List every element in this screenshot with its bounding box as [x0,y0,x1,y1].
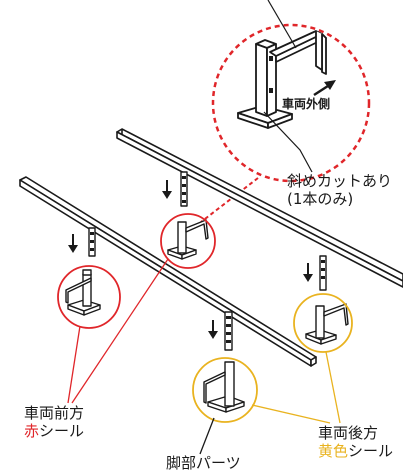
down-arrow-icon [162,180,172,199]
diagonal-cut-label: 斜めカットあり (1本のみ) [287,172,392,208]
leader-lines [67,258,341,455]
outer-arrow-icon [313,80,336,97]
rear-label: 車両後方 黄色シール [318,424,393,460]
rear-label-line1: 車両後方 [318,424,379,442]
leg-parts [65,171,349,413]
down-arrows [68,180,313,339]
zoom-callout-circle [211,23,371,183]
rear-sticker-word: シール [348,442,394,460]
red-marker-circle-center [160,213,216,269]
red-word: 赤 [24,422,40,440]
zoom-callout [200,0,371,223]
down-arrow-icon [303,263,313,282]
rail-rear [116,128,403,288]
diagonal-cut-line2: (1本のみ) [287,190,354,208]
front-leader-1 [67,325,81,404]
leg-leader [199,417,215,455]
leg-part-rear-bottom [203,311,245,413]
rear-leader-1 [251,404,331,424]
leg-parts-label: 脚部パーツ [166,454,241,472]
rear-label-line2: 黄色シール [318,442,393,460]
rails [19,128,403,367]
yellow-marker-circle-right [293,293,353,353]
callout-leader-top [267,0,297,49]
down-arrow-icon [68,234,78,253]
rear-leader-2 [325,351,341,424]
yellow-marker-circle-bottom [192,357,258,423]
rail-front [19,176,317,367]
callout-link-line [200,177,259,223]
front-sticker-word: シール [39,422,85,440]
vehicle-outer-label: 車両外側 [282,97,331,111]
front-label: 車両前方 赤シール [24,404,84,440]
leg-part-rear-right [305,255,349,345]
front-leader-2 [71,258,169,404]
yellow-word: 黄色 [318,442,349,460]
front-label-line1: 車両前方 [24,404,85,422]
leg-part-front-center [167,171,209,260]
down-arrow-icon [208,320,218,339]
red-marker-circle-left [57,265,121,329]
cut-leader-line [263,111,313,173]
diagonal-cut-line1: 斜めカットあり [287,172,393,190]
leg-part-front-left [65,227,101,316]
marker-circles [57,213,353,423]
front-label-line2: 赤シール [24,422,84,440]
